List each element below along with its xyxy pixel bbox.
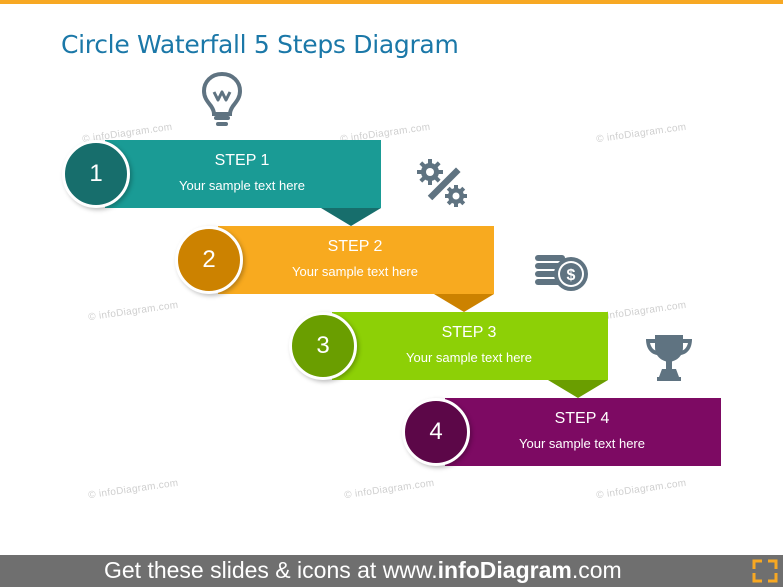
step-3-circle: 3 [289, 312, 357, 380]
step-4-band [445, 398, 721, 466]
footer-bar: Get these slides & icons at www.infoDiag… [0, 555, 783, 587]
infodiagram-logo-icon [752, 559, 778, 583]
watermark: © infoDiagram.com [87, 299, 180, 324]
step-4: 4 STEP 4 Your sample text here [402, 398, 742, 466]
coins-icon: $ [535, 255, 588, 291]
step-2-text: Your sample text here [292, 264, 418, 279]
footer-text-suffix: .com [571, 557, 622, 583]
step-2-heading: STEP 2 [327, 238, 383, 255]
step-4-text: Your sample text here [519, 436, 645, 451]
step-1-heading: STEP 1 [214, 152, 270, 169]
step-3: 3 STEP 3 Your sample text here [289, 312, 629, 412]
page-title: Circle Waterfall 5 Steps Diagram [61, 30, 459, 59]
trophy-icon [646, 335, 692, 381]
lightbulb-icon [201, 71, 243, 126]
step-1: 1 STEP 1 Your sample text here [62, 140, 402, 240]
step-1-band [105, 140, 381, 208]
watermark: © infoDiagram.com [595, 477, 688, 502]
step-2-notch [434, 294, 494, 312]
step-2-band [218, 226, 494, 294]
step-1-circle: 1 [62, 140, 130, 208]
top-accent-bar [0, 0, 783, 4]
step-2: 2 STEP 2 Your sample text here [175, 226, 515, 326]
step-1-notch [321, 208, 381, 226]
step-3-band [332, 312, 608, 380]
step-4-circle: 4 [402, 398, 470, 466]
step-3-notch [548, 380, 608, 398]
watermark: © infoDiagram.com [87, 477, 180, 502]
gear-pencil-icon [417, 159, 467, 207]
footer-brand: infoDiagram [437, 557, 572, 583]
watermark: © infoDiagram.com [343, 477, 436, 502]
svg-text:$: $ [567, 267, 576, 284]
step-4-heading: STEP 4 [554, 410, 610, 427]
step-3-text: Your sample text here [406, 350, 532, 365]
footer-promo-text: Get these slides & icons at www.infoDiag… [104, 557, 622, 584]
step-2-circle: 2 [175, 226, 243, 294]
step-3-heading: STEP 3 [441, 324, 497, 341]
watermark: © infoDiagram.com [595, 121, 688, 146]
step-1-text: Your sample text here [179, 178, 305, 193]
footer-text-prefix: Get these slides & icons at www. [104, 557, 438, 583]
